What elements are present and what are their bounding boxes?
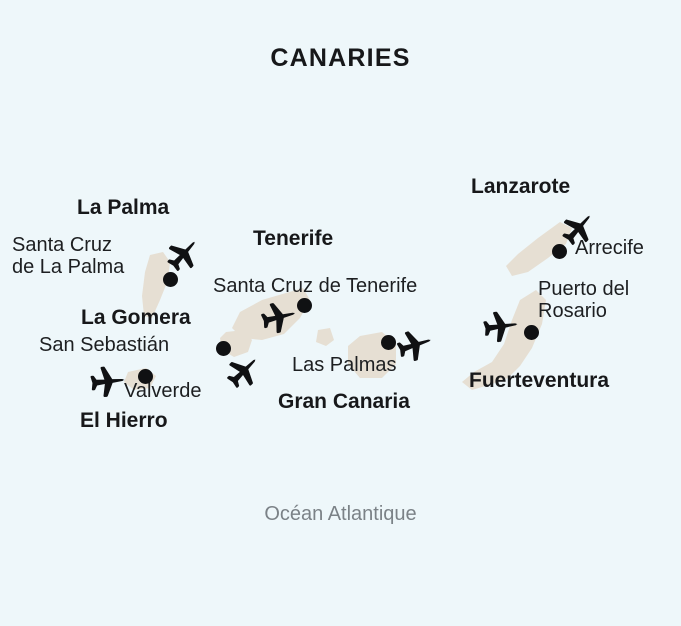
island-shape-tenerife	[232, 288, 310, 340]
island-shape-fuerteventura	[462, 290, 546, 390]
island-shape-lanzarote	[506, 222, 572, 276]
island-shape-tenerife-north-fragment	[316, 328, 334, 346]
island-shape-gran-canaria	[348, 332, 396, 378]
island-shape-la-palma	[142, 252, 170, 318]
island-shape-el-hierro	[124, 368, 156, 390]
